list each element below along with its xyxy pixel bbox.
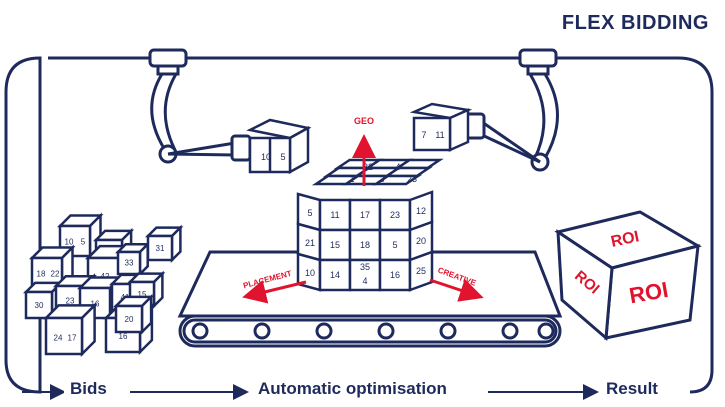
right-arm-cube xyxy=(409,102,473,152)
right-arm-cube-num-2: 11 xyxy=(435,130,444,140)
roi-top: ROI xyxy=(609,228,640,251)
bid-cube-pile: 105182229423331302316411524171620 xyxy=(22,212,184,358)
geo-label: GEO xyxy=(354,116,374,126)
bid-cube-number: 22 xyxy=(51,270,60,279)
bid-cube-number: 5 xyxy=(81,238,86,247)
step-bids: Bids xyxy=(64,379,113,399)
rubik-top-number: 4 xyxy=(395,162,400,172)
rubik-front-number: 23 xyxy=(390,210,400,220)
rubik-left-number: 5 xyxy=(307,208,312,218)
bid-cube-number: 30 xyxy=(35,301,44,310)
rubik-front-number: 5 xyxy=(392,240,397,250)
bid-cube-number: 17 xyxy=(68,333,77,342)
bid-cube-number: 20 xyxy=(125,315,134,324)
rubik-front-number: 14 xyxy=(330,270,340,280)
conveyor-rollers xyxy=(191,322,555,340)
bid-cube-number: 33 xyxy=(125,259,134,268)
rubik-top-number: 1 xyxy=(349,174,354,184)
placement-arrow xyxy=(242,280,307,304)
rubik-right-number: 12 xyxy=(416,206,426,216)
right-robot-arm xyxy=(464,48,559,172)
rubik-top-number: 23 xyxy=(407,174,417,184)
rubik-front-number: 15 xyxy=(330,240,340,250)
creative-arrow xyxy=(429,278,484,302)
bid-cube-number: 15 xyxy=(138,290,147,299)
bid-cube-number: 23 xyxy=(66,296,75,305)
left-arm-cube-num-2: 5 xyxy=(280,152,285,162)
rubik-right-number: 20 xyxy=(416,236,426,246)
outer-frame xyxy=(4,56,714,394)
bid-cube-number: 31 xyxy=(156,244,165,253)
bid-cube-number: 24 xyxy=(54,333,63,342)
right-arm-cube-num-1: 7 xyxy=(421,130,426,140)
rubik-front-number: 35 xyxy=(360,262,370,272)
rubik-front-number: 18 xyxy=(360,240,370,250)
rubik-left-number: 10 xyxy=(305,268,315,278)
left-arm-cube-num-1: 10 xyxy=(261,152,271,162)
rubik-top-number: 32 xyxy=(363,162,373,172)
bid-cube-number: 10 xyxy=(65,238,74,247)
rubik-front-number: 17 xyxy=(360,210,370,220)
roi-cube xyxy=(554,210,702,342)
rubik-front-number: 4 xyxy=(362,276,367,286)
rubik-front-number: 11 xyxy=(330,210,339,220)
rubik-right-number: 25 xyxy=(416,266,426,276)
rubik-left-number: 21 xyxy=(305,238,315,248)
rubik-top-number: 3 xyxy=(379,174,384,184)
bid-cube-number: 18 xyxy=(37,270,46,279)
left-arm-cube xyxy=(246,118,312,175)
rubik-front-number: 16 xyxy=(390,270,400,280)
bid-cube-number: 16 xyxy=(119,332,128,341)
optimisation-cube: 11 17 23 15 5 18 14 35 4 16 5 21 10 12 20 25 1 3 23 32 4 xyxy=(296,158,444,292)
step-automatic-optimisation: Automatic optimisation xyxy=(252,379,453,399)
page-title: FLEX BIDDING xyxy=(561,12,709,34)
step-result: Result xyxy=(600,379,664,399)
left-robot-arm xyxy=(148,48,252,164)
